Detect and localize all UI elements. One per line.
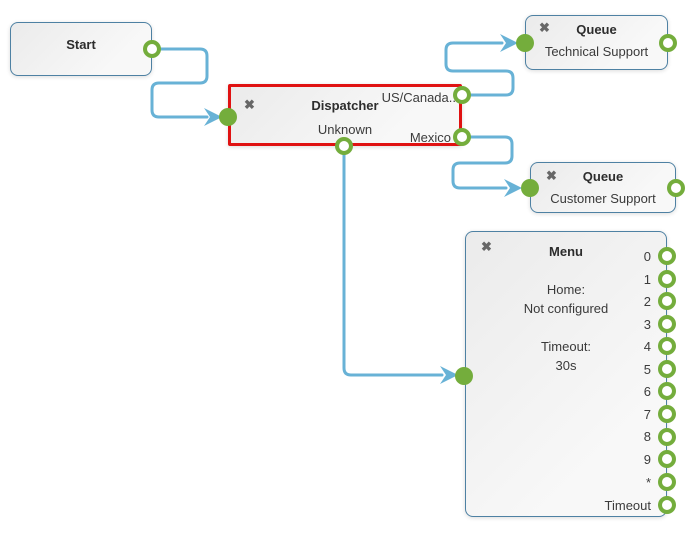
port-label-9: 9	[643, 452, 651, 467]
port-input-customer-queue[interactable]	[521, 179, 539, 197]
connection-dispatcher-to-menu[interactable]	[342, 151, 444, 377]
menu-timeout-value: 30s	[555, 358, 577, 373]
menu-home-label: Home:	[546, 282, 586, 297]
node-subtitle: Technical Support	[544, 44, 649, 59]
menu-home-value: Not configured	[523, 301, 609, 316]
port-label-star: *	[645, 475, 651, 490]
node-title: Queue	[576, 22, 617, 37]
arrowhead-customer-queue-in	[504, 179, 522, 197]
close-icon[interactable]: ✖	[539, 20, 550, 35]
port-output-mexico[interactable]	[453, 128, 471, 146]
port-label-mexico: Mexico	[409, 130, 451, 145]
menu-settings: Home: Not configured Timeout: 30s	[466, 280, 666, 375]
node-queue-customer-support[interactable]: ✖ Queue Customer Support	[530, 162, 676, 213]
arrowhead-technical-queue-in	[500, 34, 518, 52]
node-title: Dispatcher	[311, 98, 379, 113]
port-output-dispatcher-bottom[interactable]	[335, 137, 353, 155]
port-menu-4[interactable]	[658, 337, 676, 355]
port-menu-6[interactable]	[658, 382, 676, 400]
port-menu-7[interactable]	[658, 405, 676, 423]
port-label-0: 0	[643, 249, 651, 264]
arrowhead-menu-in	[440, 366, 458, 384]
connection-mexico-to-customer-queue[interactable]	[451, 135, 514, 190]
port-menu-timeout[interactable]	[658, 496, 676, 514]
node-title: Queue	[582, 169, 624, 184]
port-menu-5[interactable]	[658, 360, 676, 378]
port-menu-1[interactable]	[658, 270, 676, 288]
node-dispatcher[interactable]: ✖ Dispatcher Unknown US/Canada.. Mexico	[228, 84, 462, 146]
connection-start-to-dispatcher[interactable]	[150, 47, 209, 119]
port-output-start[interactable]	[143, 40, 161, 58]
port-output-us-canada[interactable]	[453, 86, 471, 104]
node-title: Menu	[549, 244, 583, 259]
menu-timeout-label: Timeout:	[540, 339, 592, 354]
arrowhead-dispatcher-in	[204, 108, 222, 126]
port-label-7: 7	[643, 407, 651, 422]
node-start[interactable]: Start	[10, 22, 152, 76]
node-menu[interactable]: ✖ Menu Home: Not configured Timeout: 30s…	[465, 231, 667, 517]
port-label-4: 4	[643, 339, 651, 354]
port-input-dispatcher[interactable]	[219, 108, 237, 126]
port-label-timeout: Timeout	[604, 498, 651, 513]
port-label-us-canada: US/Canada..	[381, 90, 456, 105]
port-menu-3[interactable]	[658, 315, 676, 333]
port-menu-8[interactable]	[658, 428, 676, 446]
port-input-menu[interactable]	[455, 367, 473, 385]
port-label-8: 8	[643, 429, 651, 444]
node-subtitle: Customer Support	[550, 191, 656, 206]
port-output-customer-queue[interactable]	[667, 179, 685, 197]
connection-uscanada-to-technical-queue[interactable]	[444, 41, 515, 97]
node-title: Start	[66, 37, 96, 52]
port-output-technical-queue[interactable]	[659, 34, 677, 52]
port-menu-9[interactable]	[658, 450, 676, 468]
port-menu-star[interactable]	[658, 473, 676, 491]
port-menu-0[interactable]	[658, 247, 676, 265]
close-icon[interactable]: ✖	[481, 239, 492, 254]
node-queue-technical-support[interactable]: ✖ Queue Technical Support	[525, 15, 668, 70]
port-menu-2[interactable]	[658, 292, 676, 310]
close-icon[interactable]: ✖	[546, 168, 557, 183]
port-label-2: 2	[643, 294, 651, 309]
port-label-1: 1	[643, 272, 651, 287]
port-label-3: 3	[643, 317, 651, 332]
port-input-technical-queue[interactable]	[516, 34, 534, 52]
close-icon[interactable]: ✖	[244, 97, 255, 112]
port-label-6: 6	[643, 384, 651, 399]
port-label-5: 5	[643, 362, 651, 377]
node-subtitle: Unknown	[317, 122, 373, 137]
